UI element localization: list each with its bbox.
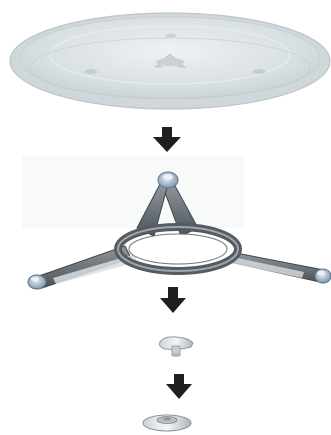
glass-turntable-tray: [10, 13, 330, 109]
assembly-arrow-down-1: [153, 127, 181, 152]
turntable-coupler: [160, 337, 193, 357]
motor-shaft-base: [143, 415, 191, 431]
assembly-arrow-down-2: [160, 287, 186, 313]
support-background-panel: [22, 156, 244, 228]
assembly-arrow-down-3: [166, 374, 192, 399]
